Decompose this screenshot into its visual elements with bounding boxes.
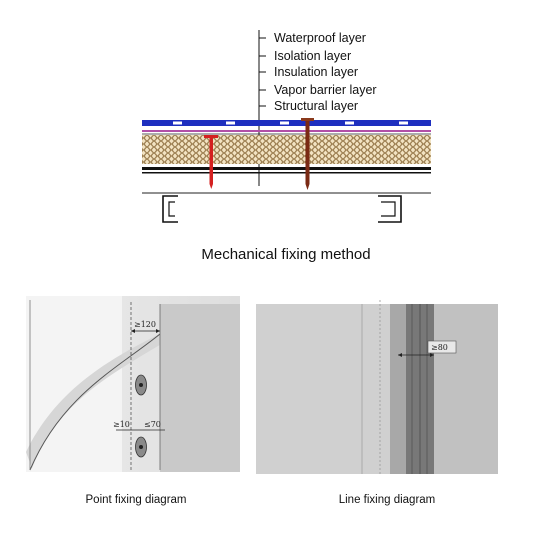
mechanical-fixing-caption: Mechanical fixing method	[201, 246, 370, 263]
purlin-left	[162, 195, 178, 223]
structural-layer-top	[142, 172, 431, 174]
insulation-honeycomb	[142, 135, 431, 164]
leader-ticks	[259, 37, 266, 107]
label-insulation-layer: Insulation layer	[274, 65, 358, 79]
line-fixing-photo	[256, 300, 498, 474]
dim-label-box	[427, 340, 457, 354]
dim-overlap-120: ≥120	[134, 320, 156, 329]
point-fixing-photo	[26, 296, 240, 472]
dim-overlap-80: ≥80	[431, 343, 448, 352]
point-fixing-caption: Point fixing diagram	[86, 494, 187, 506]
label-structural-layer: Structural layer	[274, 99, 358, 113]
label-waterproof-layer: Waterproof layer	[274, 31, 366, 45]
dim-edge-10: ≥10	[113, 420, 130, 429]
purlin-right	[378, 195, 402, 223]
isolation-layer	[142, 130, 431, 132]
point-fastener-lower	[135, 436, 147, 458]
line-fixing-caption: Line fixing diagram	[339, 494, 436, 506]
fastener-right	[301, 118, 314, 190]
vapor-barrier-layer	[142, 167, 431, 170]
dim-spacing-70: ≤70	[144, 420, 161, 429]
waterproof-seams	[173, 121, 408, 125]
label-isolation-layer: Isolation layer	[274, 49, 351, 63]
purlin-left-inner	[168, 201, 175, 217]
purlin-right-inner	[381, 201, 396, 217]
cross-section-diagram: Waterproof layer Isolation layer Insulat…	[142, 30, 431, 223]
label-vapor-barrier-layer: Vapor barrier layer	[274, 83, 377, 97]
fastener-left	[204, 135, 218, 189]
point-fastener-upper	[135, 374, 147, 396]
